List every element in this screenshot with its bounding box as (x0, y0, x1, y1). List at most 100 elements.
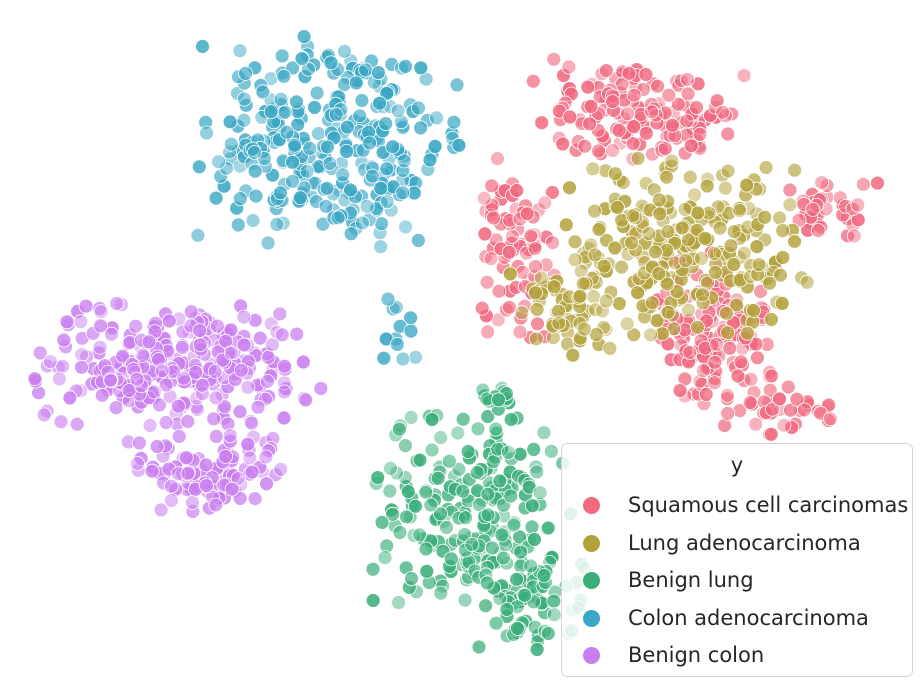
data-point (412, 527, 428, 543)
data-point (277, 358, 292, 374)
data-point (376, 350, 392, 366)
data-point (762, 382, 778, 398)
data-point (269, 216, 285, 232)
data-point (174, 340, 190, 355)
data-point (411, 100, 426, 116)
data-point (476, 190, 492, 206)
data-point (189, 402, 205, 417)
data-point (722, 340, 738, 356)
data-point (787, 162, 802, 178)
data-point (423, 497, 439, 513)
data-point (464, 537, 480, 552)
data-point (620, 106, 635, 122)
data-point (562, 109, 578, 125)
data-point (500, 444, 516, 460)
data-point (433, 430, 449, 446)
data-point (373, 239, 389, 255)
series-3 (190, 29, 467, 367)
data-point (737, 245, 752, 261)
data-point (354, 93, 370, 108)
data-point (730, 368, 746, 384)
data-point (457, 592, 473, 608)
data-point (153, 502, 169, 518)
data-point (719, 391, 735, 407)
data-point (651, 192, 667, 208)
data-point (661, 87, 677, 103)
data-point (682, 169, 698, 185)
data-point (480, 409, 496, 424)
data-point (273, 91, 289, 107)
data-point (718, 180, 733, 196)
series-1 (502, 150, 815, 363)
data-point (365, 561, 381, 577)
data-point (397, 470, 413, 485)
data-point (503, 412, 519, 427)
data-point (247, 163, 263, 179)
data-point (677, 201, 693, 217)
data-point (192, 323, 208, 339)
data-point (805, 201, 821, 217)
data-point (626, 119, 642, 134)
data-point (412, 452, 428, 468)
data-point (163, 478, 179, 494)
data-point (152, 397, 167, 413)
data-point (389, 336, 405, 352)
data-point (373, 180, 389, 196)
data-point (158, 377, 174, 393)
data-point (131, 435, 147, 451)
data-point (432, 506, 448, 522)
data-point (524, 519, 540, 535)
data-point (69, 416, 85, 432)
data-point (374, 515, 390, 530)
data-point (723, 238, 739, 254)
data-point (259, 476, 275, 492)
data-point (602, 340, 618, 356)
data-point (319, 180, 335, 196)
legend-marker (583, 572, 600, 589)
series-2 (365, 380, 592, 657)
data-point (259, 373, 275, 389)
data-point (764, 368, 779, 384)
data-point (695, 363, 711, 379)
data-point (339, 143, 354, 159)
data-point (494, 527, 510, 543)
data-point (480, 486, 496, 502)
data-point (758, 160, 774, 175)
data-point (726, 257, 742, 272)
data-point (707, 354, 723, 370)
data-point (244, 415, 260, 431)
data-point (215, 352, 231, 368)
data-point (587, 203, 602, 219)
data-point (529, 642, 545, 657)
data-point (672, 383, 688, 399)
data-point (27, 371, 43, 387)
data-point (382, 483, 398, 499)
data-point (364, 168, 380, 184)
data-point (433, 585, 449, 601)
data-point (674, 220, 690, 236)
legend-item-benign-colon: Benign colon (562, 638, 912, 676)
data-point (272, 185, 288, 201)
data-point (382, 460, 398, 476)
data-point (501, 299, 517, 315)
data-point (352, 108, 368, 124)
data-point (659, 169, 674, 185)
data-point (545, 235, 560, 251)
data-point (230, 217, 246, 233)
data-point (484, 178, 500, 194)
data-point (528, 285, 543, 301)
data-point (657, 141, 673, 157)
data-point (194, 377, 210, 393)
data-point (782, 182, 798, 198)
data-point (192, 337, 208, 353)
data-point (328, 107, 344, 122)
data-point (530, 316, 545, 332)
data-point (644, 104, 660, 120)
data-point (59, 314, 75, 330)
data-point (130, 456, 145, 471)
data-point (323, 55, 339, 71)
data-point (537, 195, 553, 211)
data-point (369, 200, 385, 216)
data-point (562, 180, 577, 196)
data-point (207, 363, 223, 379)
